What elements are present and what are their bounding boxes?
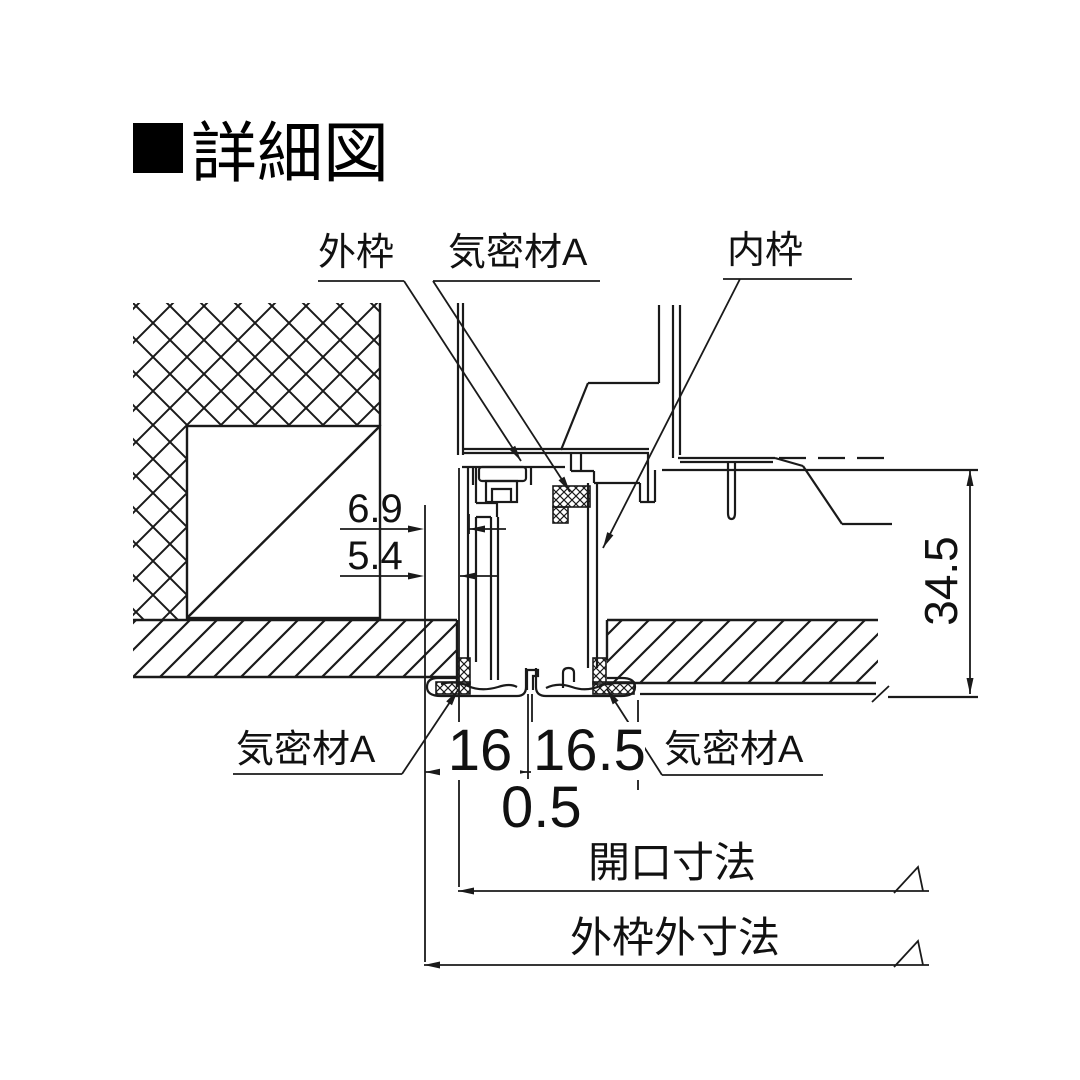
hatch-panel — [456, 303, 682, 458]
center-hook-right — [561, 666, 576, 688]
bolt-detail — [471, 465, 533, 504]
outer-frame-profile — [462, 447, 657, 680]
dim-6-9: 6.9 — [347, 487, 403, 531]
leader-airtight-top — [432, 280, 600, 493]
leader-inner-frame — [602, 278, 852, 549]
dim-16-5: 16.5 — [531, 718, 646, 783]
dim-5-4: 5.4 — [347, 534, 403, 578]
leader-airtight-bottom-left — [233, 689, 459, 775]
dimension-lines — [340, 470, 971, 968]
title-bullet-icon — [133, 123, 183, 173]
label-airtight-bottom-right: 気密材A — [664, 729, 804, 771]
label-airtight-top: 気密材A — [448, 232, 588, 274]
leader-outer-frame — [318, 280, 522, 462]
dim-34-5: 34.5 — [915, 536, 967, 626]
gasket-top — [552, 485, 591, 524]
label-outer-frame: 外枠 — [318, 232, 395, 274]
ceiling-board-break — [774, 456, 892, 526]
gasket-bottom-left — [435, 657, 471, 695]
dim-label-opening: 開口寸法 — [587, 839, 756, 886]
page-title-text: 詳細図 — [191, 116, 389, 190]
dim-16: 16 — [440, 722, 520, 780]
left-foot — [425, 668, 528, 698]
page-title: 詳細図 — [133, 100, 389, 196]
hanger-leg — [726, 462, 737, 521]
dim-outer-break — [893, 939, 924, 968]
dim-0-5: 0.5 — [499, 775, 582, 840]
center-hook-left — [525, 668, 540, 690]
dim-opening-break — [893, 865, 924, 894]
dim-label-outer-frame-outer: 外枠外寸法 — [569, 914, 780, 961]
wall-section — [133, 303, 382, 620]
break-tick — [871, 685, 890, 703]
floor-slab-left — [133, 618, 459, 687]
label-airtight-bottom-left: 気密材A — [236, 729, 376, 771]
gasket-bottom-right — [592, 657, 635, 695]
inner-frame-profile — [586, 456, 978, 668]
floor-slab-right — [605, 618, 978, 703]
label-inner-frame: 内枠 — [727, 230, 804, 272]
